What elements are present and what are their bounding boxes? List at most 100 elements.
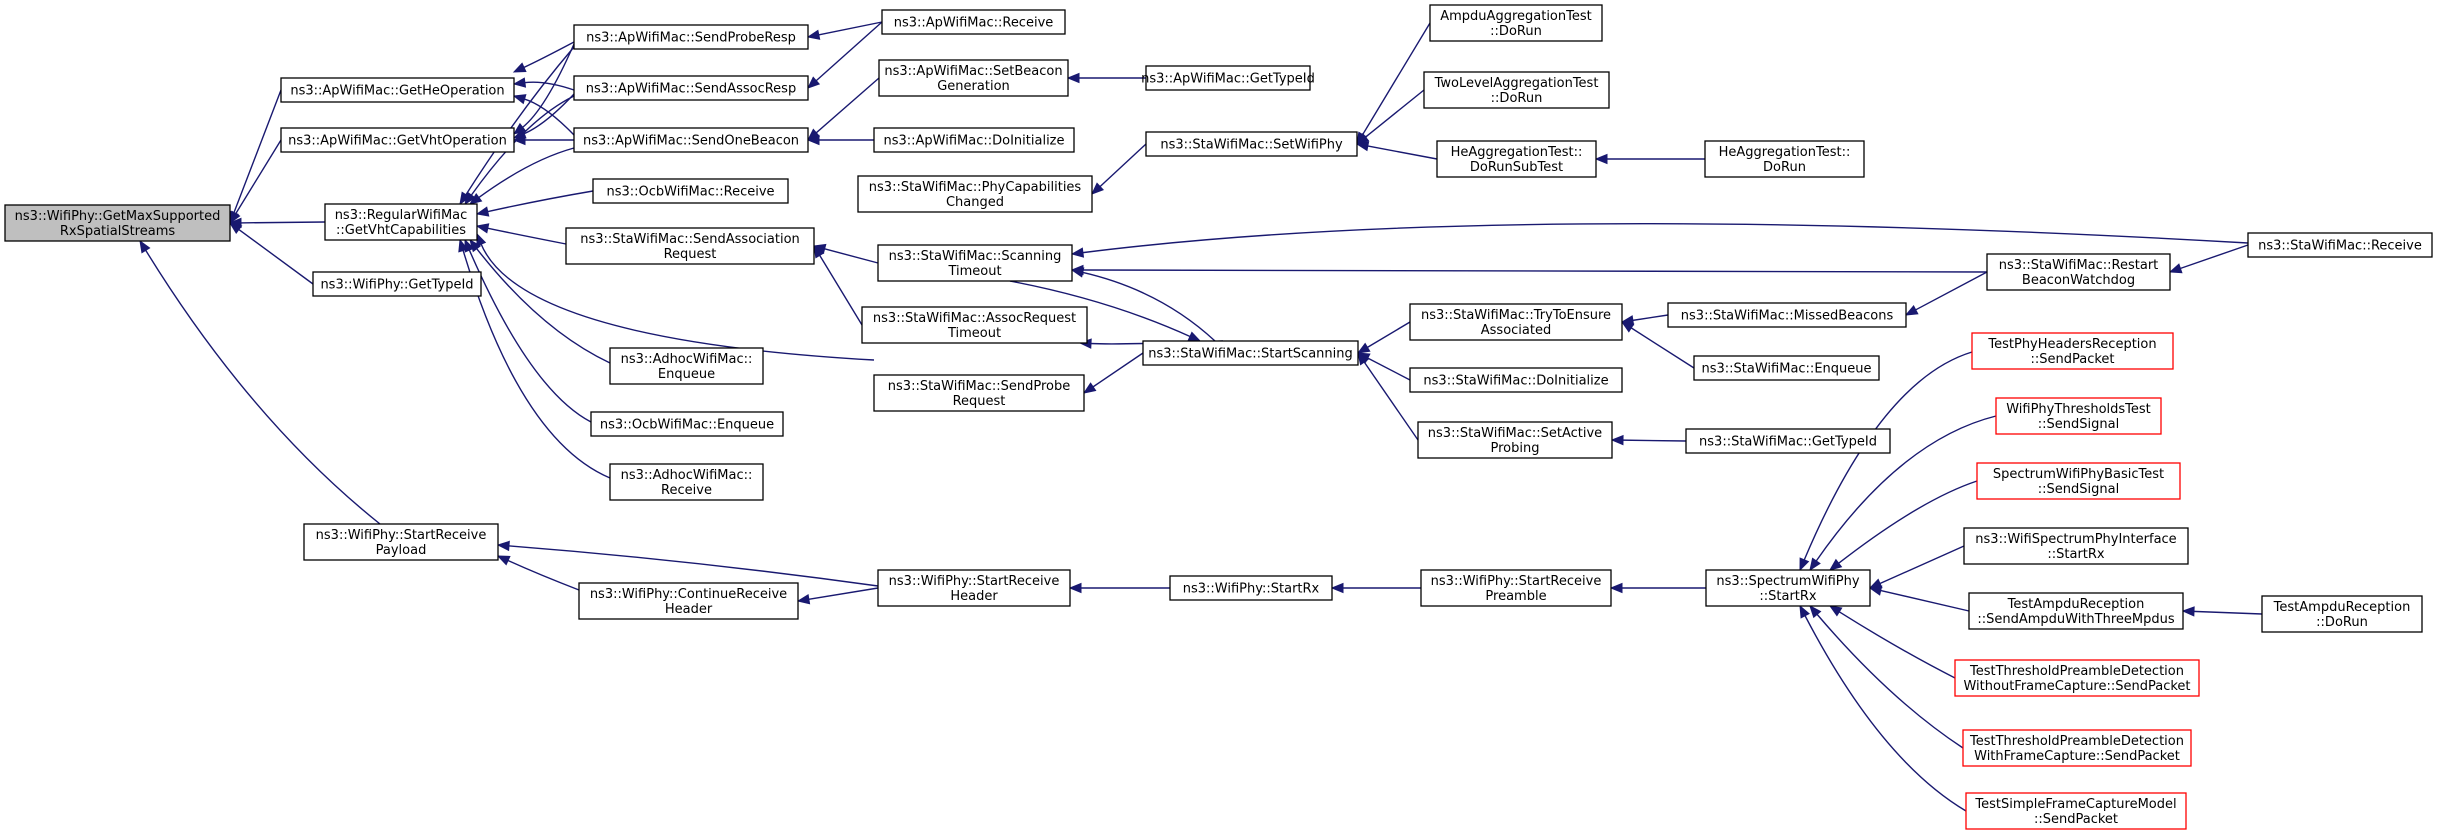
- node-twoLevel[interactable]: TwoLevelAggregationTest::DoRun: [1423, 71, 1610, 109]
- arrowhead-icon: [1091, 182, 1105, 195]
- node-spectrumIface[interactable]: ns3::WifiSpectrumPhyInterface::StartRx: [1963, 527, 2189, 565]
- node-getVhtOp[interactable]: ns3::ApWifiMac::GetVhtOperation: [280, 127, 515, 153]
- node-staStartScan[interactable]: ns3::StaWifiMac::StartScanning: [1142, 340, 1359, 366]
- edge-sendOneBeacon-to-apDoInit: [806, 134, 874, 146]
- node-label: ns3::SpectrumWifiPhy: [1716, 574, 1859, 589]
- arrowhead-icon: [1355, 140, 1370, 152]
- edge-staTryEnsure-to-staEnqueue: [1620, 321, 1695, 369]
- edge-staSetWifiPhy-to-ampduAgg: [1356, 22, 1431, 146]
- node-label: ns3::StaWifiMac::TryToEnsure: [1421, 308, 1611, 323]
- edge-root-to-wpTypeId: [228, 222, 314, 285]
- edge-line: [239, 221, 326, 224]
- node-staEnqueue[interactable]: ns3::StaWifiMac::Enqueue: [1693, 355, 1880, 381]
- node-tAmpduSend[interactable]: TestAmpduReception::SendAmpduWithThreeMp…: [1968, 592, 2184, 630]
- edge-spectrumStartRx-to-tPreambleNo: [1828, 605, 1956, 679]
- arrowhead-icon: [1828, 605, 1843, 617]
- node-label: ns3::StaWifiMac::GetTypeId: [1699, 435, 1877, 450]
- arrowhead-icon: [464, 191, 476, 206]
- node-spectrumStartRx[interactable]: ns3::SpectrumWifiPhy::StartRx: [1705, 569, 1871, 607]
- node-box: [1429, 4, 1603, 42]
- node-regVht[interactable]: ns3::RegularWifiMac::GetVhtCapabilities: [324, 203, 478, 241]
- node-label: ns3::ApWifiMac::GetTypeId: [1141, 72, 1315, 87]
- node-apRecv[interactable]: ns3::ApWifiMac::Receive: [881, 9, 1066, 35]
- node-tThresholds[interactable]: WifiPhyThresholdsTest::SendSignal: [1995, 397, 2162, 435]
- node-label: TestThresholdPreambleDetection: [1969, 734, 2184, 749]
- node-label: ns3::AdhocWifiMac::: [621, 468, 753, 483]
- node-label: HeAggregationTest::: [1451, 145, 1583, 160]
- node-box: [312, 271, 482, 297]
- node-tPreambleNo[interactable]: TestThresholdPreambleDetectionWithoutFra…: [1954, 659, 2200, 697]
- node-box: [590, 411, 784, 437]
- node-label: Preamble: [1485, 589, 1546, 604]
- node-box: [1971, 332, 2174, 370]
- edge-line: [1009, 280, 1192, 338]
- node-staMissed[interactable]: ns3::StaWifiMac::MissedBeacons: [1667, 302, 1907, 328]
- node-tSimpleCapture[interactable]: TestSimpleFrameCaptureModel::SendPacket: [1965, 792, 2187, 830]
- node-ocbRecv[interactable]: ns3::OcbWifiMac::Receive: [592, 178, 789, 204]
- node-label: AmpduAggregationTest: [1440, 9, 1591, 24]
- node-tSpectrumBasic[interactable]: SpectrumWifiPhyBasicTest::SendSignal: [1976, 462, 2181, 500]
- node-staSetWifiPhy[interactable]: ns3::StaWifiMac::SetWifiPhy: [1145, 131, 1358, 157]
- node-label: ns3::ApWifiMac::Receive: [894, 16, 1054, 31]
- node-label: SpectrumWifiPhyBasicTest: [1993, 467, 2164, 482]
- node-box: [280, 77, 515, 103]
- node-sendAssocResp[interactable]: ns3::ApWifiMac::SendAssocResp: [573, 75, 809, 101]
- edge-getHeOp-to-sendOneBeacon: [512, 94, 575, 136]
- node-sendOneBeacon[interactable]: ns3::ApWifiMac::SendOneBeacon: [573, 127, 809, 153]
- edge-root-to-getHeOp: [229, 89, 282, 225]
- node-ampduAgg[interactable]: AmpduAggregationTest::DoRun: [1429, 4, 1603, 42]
- node-root[interactable]: ns3::WifiPhy::GetMaxSupportedRxSpatialSt…: [4, 204, 231, 242]
- edge-line: [475, 247, 611, 364]
- node-wpTypeId[interactable]: ns3::WifiPhy::GetTypeId: [312, 271, 482, 297]
- arrowhead-icon: [228, 222, 243, 235]
- edge-line: [1815, 613, 1964, 749]
- node-box: [592, 178, 789, 204]
- node-heAggDoRun[interactable]: HeAggregationTest::DoRun: [1704, 140, 1865, 178]
- node-sendProbeResp[interactable]: ns3::ApWifiMac::SendProbeResp: [573, 24, 809, 50]
- edge-line: [1081, 269, 1988, 273]
- node-label: Associated: [1481, 323, 1551, 338]
- node-heAggSub[interactable]: HeAggregationTest::DoRunSubTest: [1436, 140, 1597, 178]
- node-tPhyHeaders[interactable]: TestPhyHeadersReception::SendPacket: [1971, 332, 2174, 370]
- edge-line: [1803, 614, 1967, 812]
- edge-contRecvHeader-to-startRecvHeader: [796, 587, 879, 605]
- node-label: ::SendPacket: [2030, 352, 2114, 367]
- node-label: ::SendPacket: [2034, 812, 2118, 827]
- node-apTypeId[interactable]: ns3::ApWifiMac::GetTypeId: [1141, 65, 1315, 91]
- node-adhocRecv[interactable]: ns3::AdhocWifiMac::Receive: [609, 463, 764, 501]
- node-label: DoRunSubTest: [1470, 160, 1563, 175]
- node-label: Generation: [937, 79, 1010, 94]
- node-tPreambleWith[interactable]: TestThresholdPreambleDetectionWithFrameC…: [1962, 729, 2192, 767]
- graph-nodes: ns3::WifiPhy::GetMaxSupportedRxSpatialSt…: [4, 4, 2433, 830]
- node-box: [857, 175, 1093, 213]
- node-tAmpduDoRun[interactable]: TestAmpduReception::DoRun: [2261, 595, 2423, 633]
- node-staReceive[interactable]: ns3::StaWifiMac::Receive: [2247, 232, 2433, 258]
- edge-staScanTimeout-to-staStartScan: [1070, 267, 1216, 342]
- node-label: ns3::StaWifiMac::Enqueue: [1702, 362, 1872, 377]
- node-apDoInit[interactable]: ns3::ApWifiMac::DoInitialize: [873, 127, 1075, 153]
- node-label: TestSimpleFrameCaptureModel: [1974, 797, 2176, 812]
- edge-staSendAssoc-to-staAssocTimeout: [813, 244, 863, 326]
- node-staDoInit[interactable]: ns3::StaWifiMac::DoInitialize: [1409, 367, 1623, 393]
- node-label: ns3::ApWifiMac::SendProbeResp: [586, 31, 796, 46]
- node-adhocEnq[interactable]: ns3::AdhocWifiMac::Enqueue: [609, 347, 764, 385]
- node-ocbEnq[interactable]: ns3::OcbWifiMac::Enqueue: [590, 411, 784, 437]
- arrowhead-icon: [1609, 582, 1623, 594]
- node-getHeOp[interactable]: ns3::ApWifiMac::GetHeOperation: [280, 77, 515, 103]
- node-wpStartRx[interactable]: ns3::WifiPhy::StartRx: [1169, 575, 1333, 601]
- node-staTypeId[interactable]: ns3::StaWifiMac::GetTypeId: [1685, 428, 1891, 454]
